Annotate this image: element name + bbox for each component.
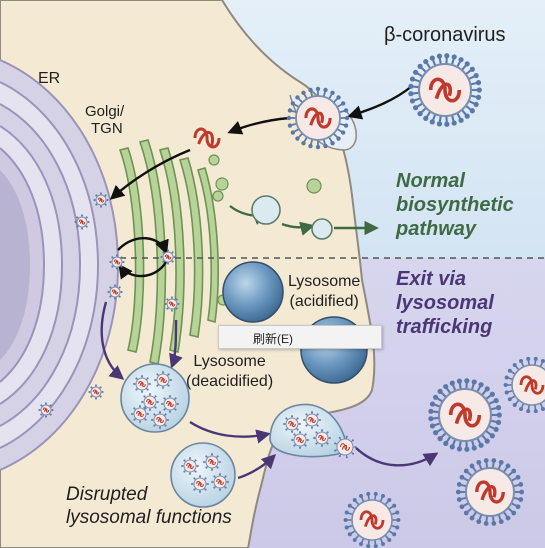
label-normal-line2: biosynthetic [396, 194, 514, 216]
er-membranes [0, 59, 120, 471]
golgi-stack [118, 139, 219, 365]
secretory-vesicle-1 [251, 195, 281, 225]
label-golgi-line2: TGN [91, 119, 123, 137]
label-exit-line1: Exit via [396, 268, 467, 290]
virus-icon-lysosome-4 [161, 395, 179, 413]
label-lyso-a-line2: (acidified) [289, 293, 359, 310]
label-lyso-d-line2: (deacidified) [186, 373, 274, 390]
label-lyso-d-line1: Lysosome [193, 353, 266, 370]
virus-icon-exit-pocket-1 [283, 415, 301, 433]
cell-cytoplasm [0, 0, 376, 548]
label-normal-line3: pathway [396, 218, 477, 240]
virus-icon-exit-pocket-2 [303, 411, 321, 429]
virus-icon-er-1 [93, 192, 109, 208]
arrow-golgi-lysosome [169, 319, 183, 369]
label-lysosome-acidified: Lysosome (acidified) [288, 272, 360, 312]
lysosome-acidified-upper [222, 261, 284, 323]
rna-icon-released [193, 127, 221, 149]
label-exit-line2: lysosomal [396, 292, 494, 314]
virus-icon-exit-pocket-3 [291, 431, 309, 449]
virus-icon-er-3 [109, 254, 125, 270]
virus-icon-golgi-2 [164, 296, 180, 312]
arrow-lower-lysosome [237, 453, 277, 480]
label-normal-line1: Normal [396, 170, 465, 192]
virus-icon-entering [286, 86, 350, 150]
virus-icon-er-5 [38, 402, 54, 418]
virus-icon-lower-lysosome-3 [191, 475, 209, 493]
virus-icon-exit-pocket-4 [313, 429, 331, 447]
label-disrupted-functions: Disrupted lysosomal functions [66, 484, 232, 530]
arrow-er-golgi-b [118, 261, 168, 280]
virus-icon-lower-lysosome-4 [211, 473, 229, 491]
virus-icon-lysosome-2 [154, 371, 172, 389]
virus-icon-lysosome-1 [133, 375, 151, 393]
virus-icon-released-2 [503, 356, 545, 414]
label-exit-line3: trafficking [396, 316, 493, 338]
arrow-exit [355, 447, 439, 467]
label-lysosome-deacidified: Lysosome (deacidified) [186, 352, 273, 392]
virus-icon-lysosome-3 [141, 393, 159, 411]
arrow-to-lysosome [100, 301, 125, 380]
virus-icon-lysosome-6 [151, 411, 169, 429]
label-normal-pathway: Normal biosynthetic pathway [396, 169, 514, 241]
virus-icon-golgi-1 [160, 249, 176, 265]
arrow-virus-entry [347, 85, 413, 120]
virus-icon-lower-lysosome-1 [181, 457, 199, 475]
virus-icon-released-1 [428, 378, 502, 452]
lysosome-disrupted [170, 442, 236, 508]
virus-icon-released-4 [343, 491, 401, 548]
secretory-vesicle-2 [311, 218, 333, 240]
arrow-lysosome-membrane [189, 420, 271, 444]
virus-icon-exiting [334, 435, 357, 459]
virus-icon-top [408, 53, 482, 127]
virus-icon-released-3 [455, 458, 525, 526]
virus-icon-lower-lysosome-2 [203, 453, 221, 471]
arrow-normal-2 [281, 221, 315, 236]
arrow-rna-to-er [109, 148, 191, 200]
label-disrupted-line2: lysosomal functions [66, 506, 232, 528]
label-beta-coronavirus: β-coronavirus [384, 24, 506, 46]
context-menu-item-refresh[interactable]: 刷新(E) [253, 332, 293, 346]
virus-icon-lysosome-5 [131, 405, 149, 423]
label-exit-pathway: Exit via lysosomal trafficking [396, 267, 494, 339]
virus-icon-er-2 [74, 214, 90, 230]
label-golgi: Golgi/ TGN [85, 103, 125, 138]
nucleus [0, 170, 30, 360]
label-golgi-line1: Golgi/ [85, 103, 125, 120]
virus-layer [38, 53, 545, 548]
arrow-to-rna [227, 116, 291, 135]
virus-icon-er-4 [107, 284, 123, 300]
label-disrupted-line1: Disrupted [66, 484, 148, 505]
virus-icon-er-6 [88, 384, 104, 400]
arrow-er-golgi-a [117, 236, 169, 255]
context-menu[interactable]: 刷新(E) [218, 325, 382, 349]
label-er: ER [38, 70, 61, 87]
label-lyso-a-line1: Lysosome [288, 273, 361, 290]
